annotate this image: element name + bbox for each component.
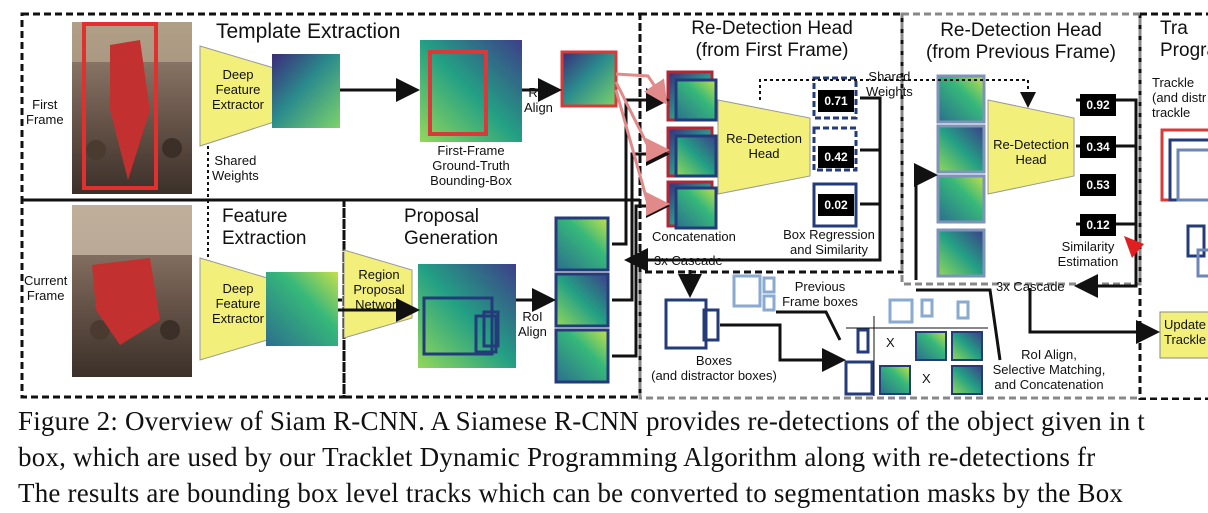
gt-box [428, 50, 488, 136]
previous-frame-boxes [732, 274, 970, 324]
gt-feature-map [420, 40, 522, 142]
proposal-generation-title: Proposal Generation [404, 206, 499, 249]
redet-head-prev [987, 99, 1075, 195]
boxes-distractor-label: Boxes (and distractor boxes) [651, 353, 777, 383]
previous-frame-boxes-label: Previous Frame boxes [782, 279, 858, 309]
tracklet-title-partial: Tra Progra [1160, 18, 1208, 61]
red-pointer-similarity [1124, 236, 1144, 258]
box-regression-label: Box Regression and Similarity [783, 227, 875, 257]
tracklets-label-partial: Trackle (and distr trackle [1152, 75, 1207, 120]
similarity-estimation-label: Similarity Estimation [1057, 239, 1119, 269]
trapezoids [199, 45, 1075, 361]
template-copy-arrows [614, 72, 670, 216]
caption-line-3: The results are bounding box level track… [18, 478, 1124, 508]
first-frame-photo [72, 22, 192, 194]
update-tracklet-box [1159, 311, 1208, 359]
proposal-generation-border [342, 198, 642, 399]
cascade-label-prev: 3x Cascade [996, 279, 1065, 294]
redet-prev-title: Re-Detection Head (from Previous Frame) [925, 20, 1117, 63]
tracklet-boxes [1160, 128, 1208, 278]
selective-matching-grid [846, 316, 988, 396]
rpn-label: Region Proposal Network [353, 267, 405, 312]
redet-first-title: Re-Detection Head (from First Frame) [691, 18, 853, 61]
candidate-boxes [664, 298, 874, 396]
x-mark-1: X [886, 335, 895, 350]
score-prev-1: 0.92 [1080, 94, 1116, 116]
redet-prev-border [900, 12, 1142, 286]
shared-weights-label-right: Shared Weights [866, 69, 913, 99]
roi-align-label-bottom: RoI Align [518, 309, 547, 339]
redet-head-label-first: Re-Detection Head [726, 131, 802, 161]
template-feature-map [272, 54, 340, 128]
template-extraction-title: Template Extraction [216, 20, 401, 43]
deep-feature-extractor-label-bottom: Deep Feature Extractor [211, 281, 264, 326]
score-prev-3: 0.53 [1080, 174, 1116, 196]
redet-head-first [717, 99, 811, 195]
score-first-1: 0.71 [818, 90, 854, 112]
current-frame-photo [72, 205, 192, 377]
redet-head-label-prev: Re-Detection Head [993, 137, 1069, 167]
update-label-partial: Update Trackle [1164, 317, 1207, 347]
concatenation-label: Concatenation [652, 229, 736, 244]
roi-align-label-top: RoI Align [524, 85, 553, 115]
current-feature-map [266, 272, 338, 346]
x-mark-2: X [922, 371, 931, 386]
caption-line-2: box, which are used by our Tracklet Dyna… [18, 442, 1096, 472]
diagram-graphics [20, 12, 1208, 400]
score-first-2: 0.42 [818, 146, 854, 168]
proposal-feature-map [418, 264, 516, 368]
score-prev-2: 0.34 [1080, 136, 1116, 158]
score-first-3: 0.02 [818, 194, 854, 216]
siam-rcnn-diagram: Template Extraction Feature Extraction P… [20, 12, 1208, 400]
section-borders [20, 12, 1208, 400]
shared-weights-label-left: Shared Weights [212, 153, 259, 183]
feature-maps [266, 40, 986, 395]
caption-line-1: Figure 2: Overview of Siam R-CNN. A Siam… [18, 406, 1145, 436]
score-prev-4: 0.12 [1080, 214, 1116, 236]
figure-caption: Figure 2: Overview of Siam R-CNN. A Siam… [0, 402, 1208, 513]
redet-prev-bottom-border [638, 272, 1140, 400]
current-frame-label: Current Frame [24, 273, 68, 303]
roi-template-map [560, 50, 618, 108]
first-frame-gt-label: First-Frame Ground-Truth Bounding-Box [430, 143, 512, 188]
score-frames [812, 76, 858, 228]
dotted-arrows [207, 79, 1036, 258]
roi-align-selective-label: RoI Align, Selective Matching, and Conca… [992, 347, 1106, 392]
feature-extraction-title: Feature Extraction [222, 206, 307, 249]
deep-feature-extractor-label-top: Deep Feature Extractor [211, 67, 264, 112]
cascade-label-first: 3x Cascade [654, 253, 723, 268]
first-frame-label: First Frame [26, 97, 64, 127]
